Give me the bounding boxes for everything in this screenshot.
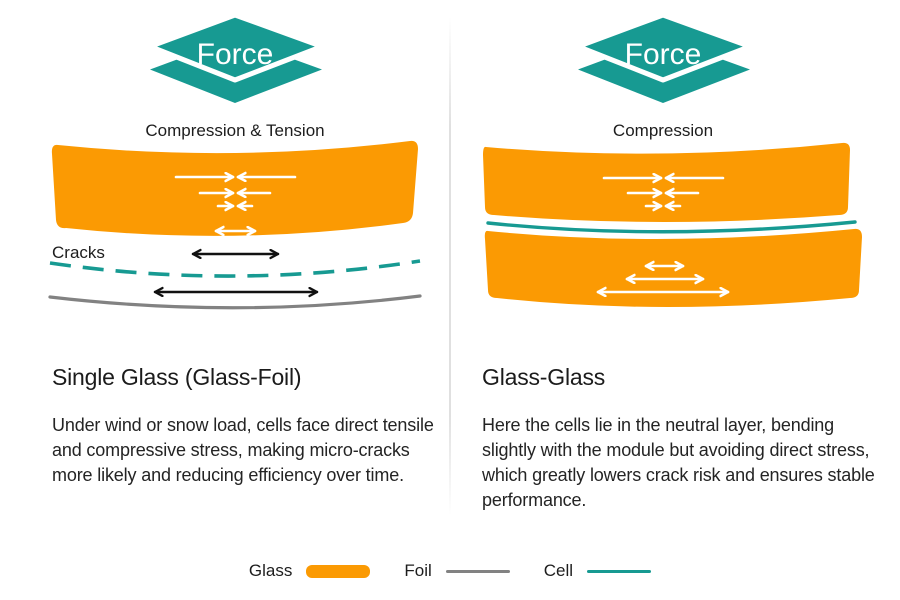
foil-line [48,294,422,310]
panel-description: Here the cells lie in the neutral layer,… [482,415,875,510]
legend-foil-label: Foil [404,561,432,580]
column-divider [449,16,451,516]
foil-line-swatch [445,569,510,573]
top-glass-pane [483,142,850,222]
stress-type-label: Compression & Tension [145,121,324,140]
panel-description: Under wind or snow load, cells face dire… [52,415,434,485]
legend-cell-label: Cell [543,561,574,580]
legend-glass-label: Glass [248,561,293,580]
stress-type-label: Compression [613,121,713,140]
force-layers-icon: Force [147,12,325,103]
glass-swatch [306,564,371,578]
legend-item-cell: Cell [543,561,652,581]
panel-title: Glass-Glass [482,364,606,390]
tension-arrows [596,266,730,292]
legend-item-foil: Foil [404,561,510,581]
cell-line-neutral [486,220,857,234]
single-glass-diagram: Force Compression & Tension Cracks [48,12,422,310]
force-label: Force [197,38,274,71]
force-label: Force [625,38,702,71]
cracks-label: Cracks [52,243,105,262]
legend: Glass Foil Cell [0,561,900,581]
compression-arrows [174,177,297,206]
glass-glass-diagram: Force Compression [483,12,862,307]
compression-arrows [602,178,725,206]
force-layers-icon: Force [575,12,753,103]
cell-line-swatch [587,569,652,573]
glass-pane [51,140,418,236]
cell-line-cracked [49,259,421,278]
glass-glass-text-block: Glass-Glass Here the cells lie in the ne… [482,364,880,513]
single-glass-text-block: Single Glass (Glass-Foil) Under wind or … [52,364,450,488]
crack-stress-arrows [153,254,319,292]
panel-title: Single Glass (Glass-Foil) [52,364,302,390]
bottom-glass-pane [484,228,862,307]
legend-item-glass: Glass [248,561,371,581]
